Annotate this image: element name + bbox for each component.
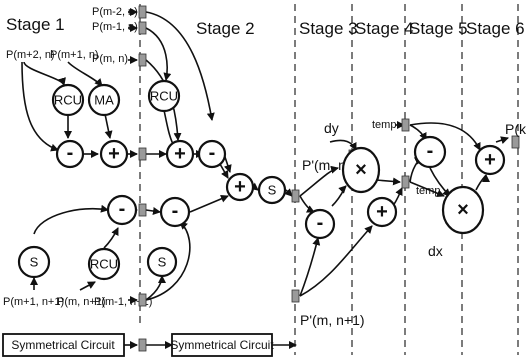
rcu-block-top: RCU bbox=[51, 83, 85, 117]
stage-5-label: Stage 5 bbox=[409, 19, 468, 38]
dy-label: dy bbox=[324, 120, 339, 136]
dx-label: dx bbox=[428, 243, 443, 259]
temp-label-bottom: temp bbox=[416, 185, 440, 197]
svg-text:+: + bbox=[376, 201, 388, 223]
temp-label-top: temp bbox=[372, 119, 396, 131]
svg-text:+: + bbox=[108, 143, 120, 165]
multiply-op-s3: × bbox=[341, 146, 381, 194]
svg-text:MA: MA bbox=[94, 93, 114, 108]
add-op-s4: + bbox=[366, 196, 398, 228]
subtract-op-s3: - bbox=[304, 208, 336, 240]
multiply-op-s5: × bbox=[441, 185, 485, 235]
wires bbox=[21, 8, 509, 349]
svg-text:-: - bbox=[209, 142, 216, 164]
input-p-m-1-n: P(m-1, n) bbox=[92, 21, 138, 33]
subtract-op-s2-bottom: - bbox=[159, 196, 191, 228]
svg-text:+: + bbox=[234, 176, 246, 198]
rcu-block-s2: RCU bbox=[147, 79, 181, 113]
add-op-s6: + bbox=[474, 144, 506, 176]
svg-text:+: + bbox=[174, 143, 186, 165]
p-prime-mn-label: P'(m, n) bbox=[302, 157, 351, 173]
input-p-m1-n1: P(m+1, n+1) bbox=[3, 296, 64, 308]
input-p-m-n1: P(m, n+1) bbox=[57, 296, 106, 308]
p-prime-mn1-label: P'(m, n+1) bbox=[300, 312, 365, 328]
stage-1-label: Stage 1 bbox=[6, 15, 65, 34]
subtract-op-s1-bottom: - bbox=[106, 194, 138, 226]
add-op-s2-top: + bbox=[165, 139, 195, 169]
svg-text:×: × bbox=[457, 199, 469, 221]
svg-text:RCU: RCU bbox=[54, 93, 82, 108]
svg-text:-: - bbox=[119, 198, 126, 220]
s-block-s2-mid: S bbox=[257, 175, 287, 205]
svg-text:S: S bbox=[30, 255, 39, 270]
svg-text:-: - bbox=[427, 140, 434, 162]
ma-block: MA bbox=[87, 83, 121, 117]
svg-text:RCU: RCU bbox=[150, 89, 178, 104]
svg-text:S: S bbox=[268, 183, 277, 198]
stage-dividers bbox=[139, 4, 519, 355]
rcu-block-bottom: RCU bbox=[87, 247, 121, 281]
svg-text:Symmetrical Circuit: Symmetrical Circuit bbox=[11, 338, 115, 352]
stage-4-label: Stage 4 bbox=[355, 19, 414, 38]
svg-text:+: + bbox=[484, 149, 496, 171]
output-label: P(k, bbox=[505, 121, 527, 137]
subtract-op-s1-top: - bbox=[55, 139, 85, 169]
input-p-m-2-n: P(m-2, n) bbox=[92, 6, 138, 18]
svg-text:S: S bbox=[158, 255, 167, 270]
subtract-op-s2-top: - bbox=[197, 139, 227, 169]
input-p-m-n: P(m, n) bbox=[92, 53, 128, 65]
svg-text:-: - bbox=[172, 200, 179, 222]
symmetrical-circuit-2: Symmetrical Circuit bbox=[170, 333, 274, 357]
symmetrical-circuit-1: Symmetrical Circuit bbox=[2, 333, 125, 357]
input-p-m2-n: P(m+2, n) bbox=[6, 49, 55, 61]
svg-text:-: - bbox=[67, 142, 74, 164]
s-block-s1-bottom: S bbox=[17, 245, 51, 279]
subtract-op-s5: - bbox=[413, 135, 447, 169]
stage-6-label: Stage 6 bbox=[466, 19, 525, 38]
svg-text:Symmetrical Circuit: Symmetrical Circuit bbox=[170, 338, 274, 352]
svg-text:RCU: RCU bbox=[90, 257, 118, 272]
input-p-m1-n: P(m+1, n) bbox=[50, 49, 99, 61]
add-op-s2-mid: + bbox=[225, 172, 255, 202]
add-op-s1-top: + bbox=[99, 139, 129, 169]
stage-2-label: Stage 2 bbox=[196, 19, 255, 38]
stage-3-label: Stage 3 bbox=[299, 19, 358, 38]
s-block-s2-bottom: S bbox=[146, 246, 178, 278]
svg-text:×: × bbox=[355, 159, 367, 181]
svg-text:-: - bbox=[317, 212, 324, 234]
